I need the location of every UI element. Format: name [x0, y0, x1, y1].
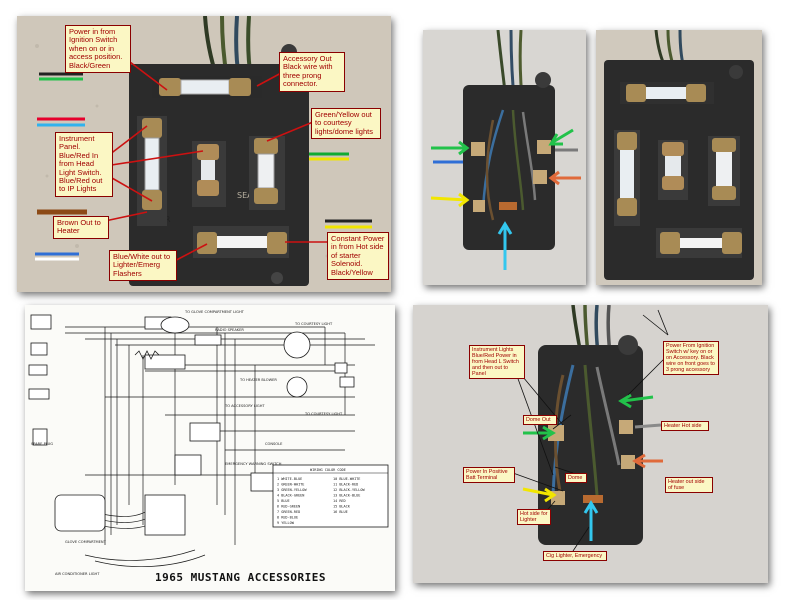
svg-text:EMERGENCY WARNING SWITCH: EMERGENCY WARNING SWITCH — [225, 462, 282, 466]
annotation-courtesy-lights: Green/Yellow out to courtesy lights/dome… — [311, 108, 381, 140]
legend-item: 2 GREEN-WHITE — [277, 483, 304, 487]
legend-item: 8 RED-BLUE — [277, 516, 298, 520]
annotation-dome-out: Dome Out — [523, 415, 557, 426]
annotation-power-in: Power In Positive Batt Terminal — [463, 467, 515, 484]
svg-text:TO HEATER BLOWER: TO HEATER BLOWER — [239, 378, 277, 382]
legend-item: 15 BLACK — [333, 505, 351, 509]
wire-color-swatches — [35, 72, 372, 261]
fuse-box-clean-photo — [596, 30, 762, 285]
fuse-box-photo-arrows — [423, 30, 586, 285]
legend-title: WIRING COLOR CODE — [310, 468, 346, 472]
fuse-box-annotated-photo: HEATER SEA DOME — [17, 16, 391, 292]
legend-item: 13 BLACK-BLUE — [333, 494, 360, 498]
annotation-instrument-panel: Instrument Panel. Blue/Red In from Head … — [55, 132, 113, 197]
svg-text:GLOVE COMPARTMENT: GLOVE COMPARTMENT — [65, 540, 107, 544]
svg-text:TO ACCESSORY LIGHT: TO ACCESSORY LIGHT — [224, 404, 265, 408]
legend-item: 1 WHITE-BLUE — [277, 477, 302, 481]
annotation-heater-out: Heater out side of fuse — [665, 477, 713, 494]
annotation-cig-lighter: Cig Lighter, Emergency — [543, 551, 607, 562]
annotation-instrument-lights: Instrument Lights Blue/Red Power in from… — [469, 345, 525, 380]
annotation-ignition-power: Power in from Ignition Switch when on or… — [65, 25, 131, 73]
annotation-constant-power: Constant Power in from Hot side of start… — [327, 232, 389, 280]
svg-text:AIR CONDITIONER LIGHT: AIR CONDITIONER LIGHT — [55, 572, 100, 576]
annotation-heater-hot: Heater Hot side — [661, 421, 709, 432]
legend-item: 4 BLACK-GREEN — [277, 494, 304, 498]
annotation-hot-lighter: Hot side for Lighter — [517, 509, 551, 526]
annotation-accessory-out: Accessory Out Black wire with three pron… — [279, 52, 345, 92]
fuse-box-circuit-photo: Instrument Lights Blue/Red Power in from… — [413, 305, 768, 583]
annotation-dome: Dome — [565, 473, 587, 484]
wiring-color-legend: WIRING COLOR CODE 1 WHITE-BLUE 2 GREEN-W… — [272, 464, 389, 528]
legend-item: 10 BLUE-WHITE — [333, 477, 360, 481]
annotation-lighter: Blue/White out to Lighter/Emerg Flashers — [109, 250, 177, 282]
legend-item: 12 BLACK-YELLOW — [333, 488, 366, 492]
legend-item: 5 BLUE — [277, 499, 290, 503]
svg-text:CONSOLE: CONSOLE — [265, 442, 283, 446]
wiring-diagram: TO GLOVE COMPARTMENT LIGHT TO COURTESY L… — [25, 305, 395, 591]
svg-text:TO COURTESY LIGHT: TO COURTESY LIGHT — [294, 322, 333, 326]
wiring-diagram-drawing: TO GLOVE COMPARTMENT LIGHT TO COURTESY L… — [25, 305, 395, 591]
color-arrows — [430, 128, 581, 270]
svg-text:TO COURTESY LIGHT: TO COURTESY LIGHT — [304, 412, 343, 416]
legend-item: 11 BLACK-RED — [333, 483, 358, 487]
annotation-ignition-accessory: Power From Ignition Switch w/ key on or … — [663, 341, 719, 376]
legend-item: 3 GREEN-YELLOW — [277, 488, 307, 492]
annotation-brown-heater: Brown Out to Heater — [53, 216, 109, 239]
diagram-title: 1965 MUSTANG ACCESSORIES — [155, 571, 326, 584]
svg-text:SPARE PLUG: SPARE PLUG — [31, 442, 53, 446]
legend-item: 7 GREEN-RED — [277, 510, 300, 514]
color-arrows — [522, 393, 663, 541]
fuse-box-photo-clean — [596, 30, 762, 285]
legend-item: 6 RED-GREEN — [277, 505, 300, 509]
fuse-box-arrows-photo — [423, 30, 586, 285]
legend-item: 14 RED — [333, 499, 346, 503]
legend-item: 9 YELLOW — [277, 521, 295, 525]
svg-text:TO GLOVE COMPARTMENT LIGHT: TO GLOVE COMPARTMENT LIGHT — [184, 310, 245, 314]
legend-item: 16 BLUE — [333, 510, 348, 514]
svg-text:RADIO SPEAKER: RADIO SPEAKER — [215, 328, 244, 332]
